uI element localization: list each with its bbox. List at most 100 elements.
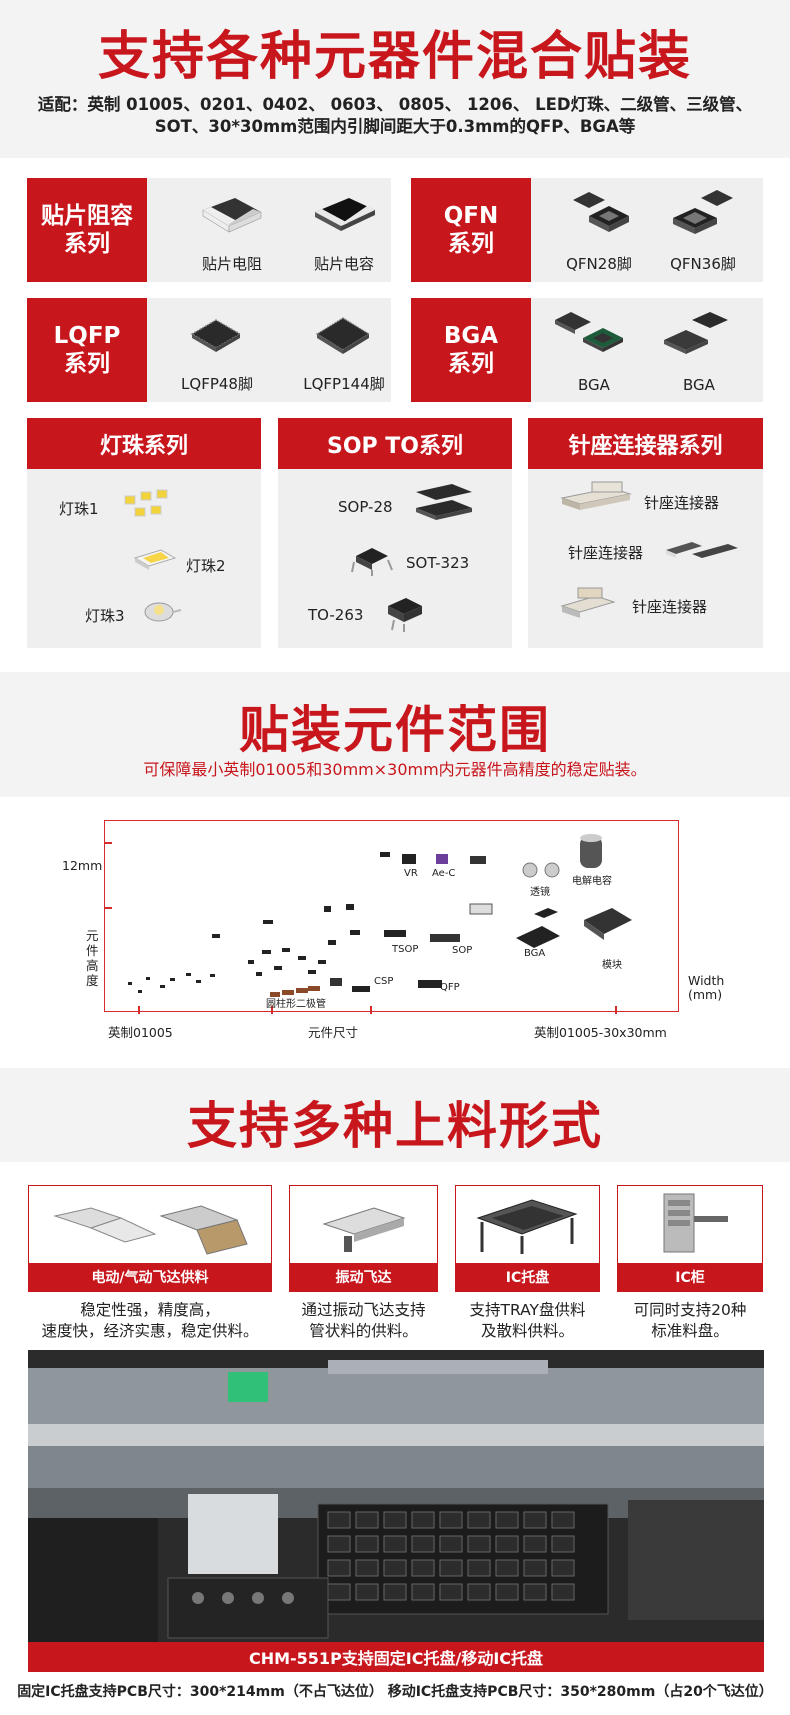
range-chart-label-bga: BGA [524, 948, 546, 959]
range-chart-ytick-mid [104, 907, 112, 909]
series-led-item-1: 灯珠1 [59, 500, 99, 518]
series-pin: 针座连接器系列 针座连接器 针座连接器 针座连接器 [528, 418, 763, 648]
range-chart-y-axis-label: 元 件 高 度 [86, 928, 99, 988]
card-lqfp-tag: LQFP 系列 [27, 298, 147, 402]
machine-photo [28, 1350, 764, 1672]
range-chart-y-value: 12mm [62, 858, 103, 873]
vibration-feeder-icon [322, 1207, 406, 1252]
header-subtitle-line2: SOT、30*30mm范围内引脚间距大于0.3mm的QFP、BGA等 [154, 117, 636, 136]
range-chart-label-tsop: TSOP [392, 944, 419, 955]
feeder-card-electric-label: 电动/气动飞达供料 [29, 1263, 271, 1291]
card-qfn-item-1: QFN28脚 [544, 190, 654, 274]
series-led-title: 灯珠系列 [27, 418, 261, 469]
sot323-icon [351, 548, 393, 576]
card-bga-series: BGA 系列 BGA BGA [411, 298, 763, 402]
range-chart-label-csp: CSP [374, 976, 394, 987]
series-pin-item-3: 针座连接器 [632, 598, 708, 616]
pin-header-1-icon [560, 481, 632, 510]
card-rc-item-2-label: 贴片电容 [313, 255, 374, 273]
range-chart: 12mm 元 件 高 度 英制01005 元件尺寸 英制01005-30x30m… [0, 800, 790, 1052]
card-bga-item-2-label: BGA [683, 376, 715, 394]
range-chart-label-diode: 圆柱形二极管 [266, 999, 326, 1010]
to263-icon [388, 598, 422, 632]
footer-note: 固定IC托盘支持PCB尺寸：300*214mm（不占飞达位） 移动IC托盘支持P… [17, 1684, 773, 1700]
capacitor-icon [315, 198, 375, 231]
pin-header-2-icon [666, 542, 738, 558]
header-subtitle-line1: 适配：英制 01005、0201、0402、 0603、 0805、 1206、… [37, 95, 753, 114]
lqfp144-icon [315, 317, 371, 354]
card-rc-item-1: 贴片电阻 [177, 194, 287, 274]
range-chart-xtick-3 [370, 1006, 372, 1014]
feeder-desc-iccabinet: 可同时支持20种 标准料盘。 [633, 1301, 747, 1340]
card-rc-item-1-label: 贴片电阻 [201, 255, 262, 273]
card-lqfp-item-1: LQFP48脚 [162, 314, 272, 394]
range-chart-x-unit: Width (mm) [688, 973, 725, 1002]
header-section: 支持各种元器件混合贴装 适配：英制 01005、0201、0402、 0603、… [0, 0, 790, 158]
card-lqfp-item-2: LQFP144脚 [289, 314, 399, 394]
bga-chip-2-icon [664, 312, 728, 354]
card-bga-item-2: BGA [644, 310, 754, 394]
range-chart-xtick-1 [138, 1006, 140, 1014]
ic-cabinet-icon [663, 1193, 728, 1253]
range-chart-label-vr: VR [404, 868, 418, 879]
qfn36-icon [673, 190, 733, 234]
feeder-card-vibration-label: 振动飞达 [290, 1263, 437, 1291]
led-beads-icon [124, 489, 168, 517]
feeding-section-title: 支持多种上料形式 [187, 1097, 603, 1155]
card-qfn-series: QFN 系列 QFN28脚 QFN36脚 [411, 178, 763, 282]
machine-photo-caption: CHM-551P支持固定IC托盘/移动IC托盘 [28, 1642, 764, 1672]
card-rc-tag: 贴片阻容 系列 [27, 178, 147, 282]
feeder-card-ictray: IC托盘 [455, 1185, 600, 1292]
range-chart-label-lens: 透镜 [530, 887, 550, 898]
series-sop-item-3: TO-263 [308, 606, 364, 624]
card-qfn-item-1-label: QFN28脚 [566, 255, 632, 273]
feeder-card-vibration: 振动飞达 [289, 1185, 438, 1292]
range-section-header: 贴装元件范围 可保障最小英制01005和30mm×30mm内元器件高精度的稳定贴… [0, 672, 790, 797]
series-led-item-3: 灯珠3 [85, 607, 125, 625]
range-chart-xtick-4 [615, 1006, 617, 1014]
led-strip-icon [133, 549, 177, 570]
card-qfn-item-2: QFN36脚 [648, 190, 758, 274]
range-chart-x-right: 英制01005-30x30mm [534, 1025, 667, 1040]
bga-chip-icon [555, 312, 623, 352]
range-chart-label-aec: Ae-C [432, 868, 456, 879]
series-pin-item-1: 针座连接器 [644, 494, 720, 512]
sop28-icon [416, 484, 472, 520]
series-led: 灯珠系列 灯珠1 灯珠2 灯珠3 [27, 418, 261, 648]
ic-tray-icon [476, 1199, 578, 1254]
card-lqfp-item-2-label: LQFP144脚 [303, 375, 385, 393]
card-lqfp-item-1-label: LQFP48脚 [181, 375, 253, 393]
electric-feeder-icon [53, 1205, 248, 1255]
lqfp48-icon [190, 319, 242, 352]
range-section-title: 贴装元件范围 [239, 701, 551, 759]
card-lqfp-series: LQFP 系列 LQFP48脚 LQFP144脚 [27, 298, 391, 402]
card-bga-item-1-label: BGA [578, 376, 610, 394]
series-sop-title: SOP TO系列 [278, 418, 512, 469]
feeding-section-header: 支持多种上料形式 [0, 1068, 790, 1162]
card-rc-item-2: 贴片电容 [289, 194, 399, 274]
range-chart-label-sop: SOP [452, 945, 473, 956]
series-sop-item-2: SOT-323 [406, 554, 470, 572]
range-chart-label-ecap: 电解电容 [572, 876, 612, 887]
feeder-card-electric: 电动/气动飞达供料 [28, 1185, 272, 1292]
series-sop: SOP TO系列 SOP-28 SOT-323 TO-263 [278, 418, 512, 648]
range-chart-label-qfp: QFP [440, 982, 460, 993]
feeder-card-iccabinet: IC柜 [617, 1185, 763, 1292]
series-pin-title: 针座连接器系列 [528, 418, 763, 469]
resistor-icon [202, 198, 262, 233]
feeder-desc-ictray: 支持TRAY盘供料 及散料供料。 [469, 1301, 586, 1340]
range-chart-frame [104, 820, 679, 1012]
header-title: 支持各种元器件混合贴装 [97, 27, 692, 87]
range-chart-components [128, 834, 632, 997]
range-chart-label-module: 模块 [602, 960, 622, 971]
card-qfn-tag: QFN 系列 [411, 178, 531, 282]
machine-illustration [28, 1350, 764, 1672]
range-chart-ytick-top [104, 842, 112, 844]
pin-header-3-icon [560, 587, 616, 618]
feeder-desc-vibration: 通过振动飞达支持 管状料的供料。 [301, 1301, 426, 1340]
series-sop-item-1: SOP-28 [338, 498, 393, 516]
range-chart-xtick-2 [271, 1006, 273, 1014]
header-subtitle: 适配：英制 01005、0201、0402、 0603、 0805、 1206、… [20, 94, 770, 138]
range-chart-x-mid: 元件尺寸 [308, 1025, 359, 1040]
